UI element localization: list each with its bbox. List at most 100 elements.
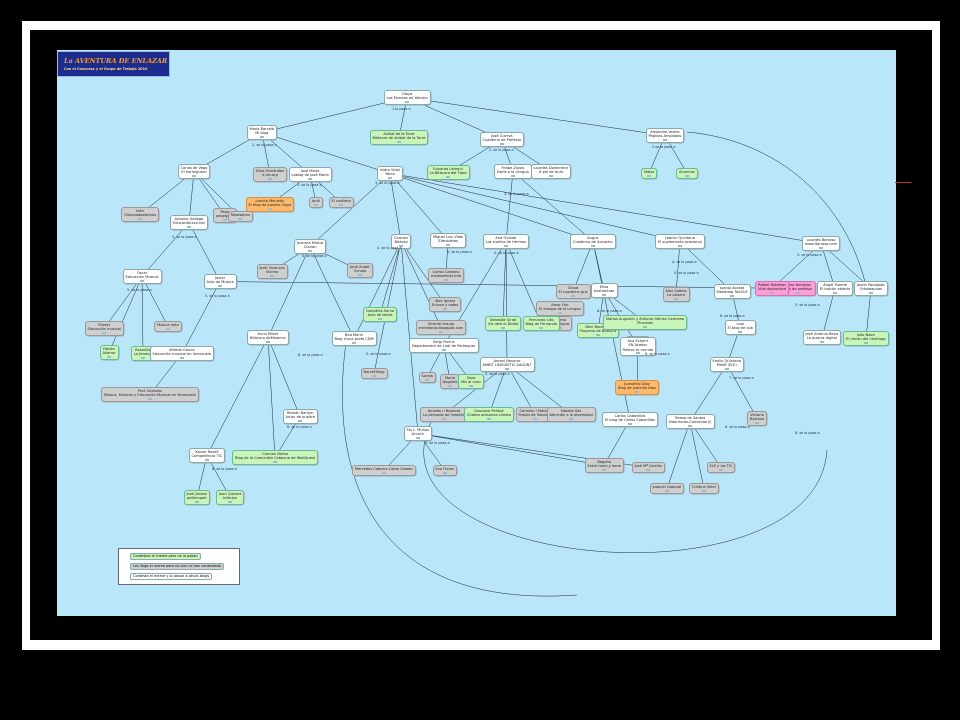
node-label: Cloud [567,286,579,290]
connector-label: 1.lo pasa a [392,107,411,111]
node-josecorrillo[interactable]: José Mª Carrillo [631,462,665,473]
node-alumnos[interactable]: Alumnos [676,168,698,179]
node-evaflores[interactable]: Eva Flores [432,465,457,476]
node-label: NarraElblog [363,370,385,374]
node-label: El suplemento ocasional [658,240,702,245]
node-elcasillero[interactable]: El casillero [328,197,354,208]
resource-icon [313,203,318,206]
connector-label: 3. se lo pasa a [375,181,400,185]
node-malas[interactable]: Malas [641,168,658,179]
node-musicaneta[interactable]: Música neta [154,321,182,332]
node-jordi[interactable]: Jordi [309,197,323,208]
node-soraia[interactable]: Soraia [418,372,436,383]
resource-icon [674,298,679,301]
resource-icon [646,468,651,471]
node-narraelblog[interactable]: NarraElblog [360,368,388,379]
node-mercedes[interactable]: Mercedes Cabrera Camo Solado [352,465,416,476]
legend-item: Contestan el meme pero no lo pasan [130,553,201,560]
edge-leonor-alexsuarez [675,241,681,295]
connector-label: 5. se lo pasa a [447,250,472,254]
resource-icon [702,489,707,492]
node-tokotomax[interactable]: Tokotomax [227,211,253,222]
node-elebus[interactable]: ELE y las TIC [706,462,736,473]
node-joaquin[interactable]: Joaquín Llabaral [649,483,685,494]
node-cristina[interactable]: Cristina Seler [689,483,720,494]
node-label: Álex Iguera [434,299,456,303]
resource-icon [569,418,574,421]
node-label: Jordi Audet [350,265,370,269]
node-label: Bolcasa [750,417,764,422]
